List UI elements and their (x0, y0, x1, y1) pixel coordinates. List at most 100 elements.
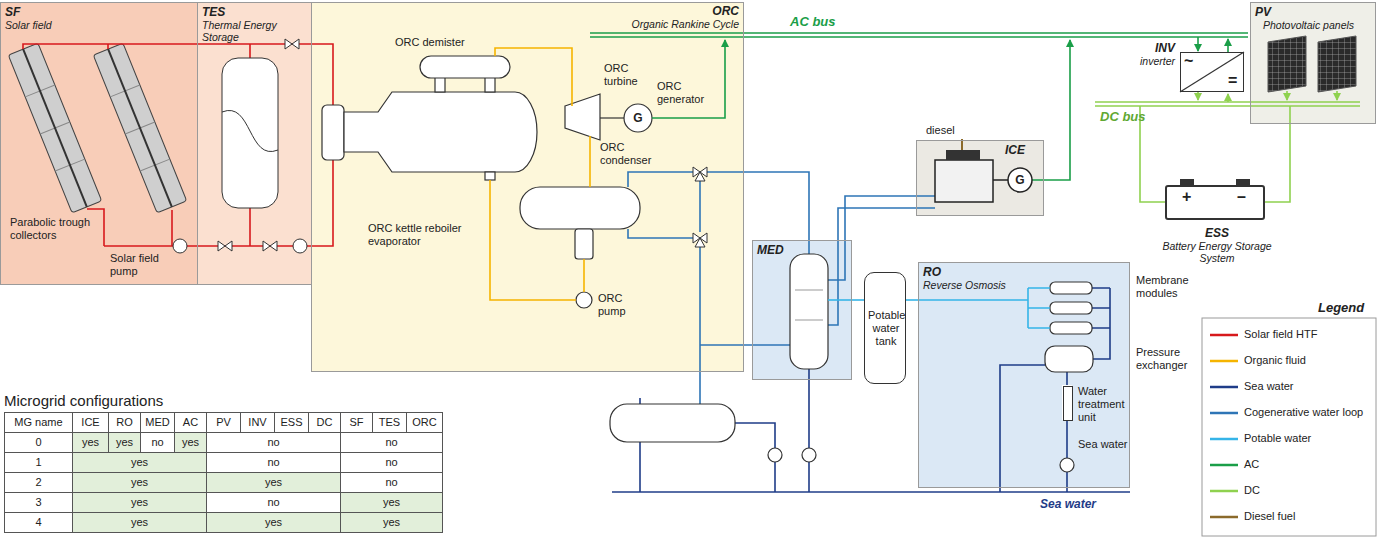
legend-text: Potable water (1244, 432, 1311, 445)
table-cell: no (340, 452, 443, 473)
legend-text: Sea water (1244, 380, 1294, 393)
table-cell: yes (72, 512, 207, 533)
generator-symbol: G (1015, 173, 1025, 187)
box-fill (1165, 185, 1265, 220)
legend-line (1210, 464, 1238, 467)
region-box: ICE (916, 140, 1044, 216)
table-cell: yes (72, 452, 207, 473)
bus-label: DC bus (1100, 109, 1146, 124)
tank-box: Potable water tank (864, 272, 906, 384)
legend-line (1210, 334, 1238, 337)
table-header: ICE (72, 412, 109, 433)
table-header: ESS (274, 412, 309, 433)
table-cell: no (206, 452, 341, 473)
legend-title: Legend (1318, 300, 1364, 315)
region-name: Battery Energy Storage System (1152, 240, 1282, 264)
region-code: MED (757, 243, 784, 257)
battery-box: ESSBattery Energy Storage System (1165, 185, 1265, 220)
region-box: MED (752, 240, 852, 380)
box-fill (311, 2, 744, 372)
stream-label: Sea water (1078, 438, 1128, 451)
component-label: ORC kettle reboiler evaporator (368, 222, 480, 248)
legend-text: Diesel fuel (1244, 510, 1295, 523)
box-fill (916, 140, 1044, 216)
table-header: SF (340, 412, 373, 433)
table-cell: 3 (4, 492, 73, 513)
box-fill (918, 262, 1130, 488)
sea-water-pipes (612, 288, 1130, 492)
region-code: PV (1255, 5, 1271, 19)
table-cell: no (140, 432, 175, 453)
trough-collector (93, 43, 186, 213)
component-label: Parabolic trough collectors (10, 216, 100, 242)
table-cell: yes (174, 432, 207, 453)
legend-text: DC (1244, 484, 1260, 497)
inverter-diagonal (1180, 52, 1244, 92)
table-cell: 1 (4, 452, 73, 473)
box-fill (864, 272, 906, 384)
pv-panel (1268, 36, 1356, 92)
legend-text: Cogenerative water loop (1244, 406, 1363, 419)
region-name: Photovoltaic panels (1263, 19, 1354, 31)
component-label: ORC generator (657, 80, 715, 106)
table-cell: yes (72, 432, 109, 453)
component-label: ORC turbine (604, 62, 652, 88)
legend-line (1210, 516, 1238, 519)
table-header: RO (108, 412, 141, 433)
table-cell: 0 (4, 432, 73, 453)
component-label: ORC pump (598, 292, 638, 318)
component-label: Water treatment unit (1078, 385, 1134, 424)
region-code: ICE (1005, 143, 1025, 157)
table-header: ORC (406, 412, 443, 433)
thermocline (222, 110, 278, 151)
region-name: inverter (1140, 55, 1175, 67)
component-label: ORC condenser (600, 141, 656, 167)
box-fill (1062, 385, 1072, 420)
component-label: Membrane modules (1136, 274, 1198, 300)
potable-water-pipe (906, 299, 918, 301)
table-cell: no (340, 432, 443, 453)
legend-line (1210, 438, 1238, 441)
dc-symbol: = (1228, 72, 1237, 90)
region-code: INV (1155, 41, 1175, 55)
storage-tank (222, 58, 278, 208)
table-cell: 2 (4, 472, 73, 493)
region-name: Thermal Energy Storage (202, 19, 310, 43)
table-cell: no (206, 492, 341, 513)
table-header: TES (372, 412, 407, 433)
table-cell: no (206, 432, 341, 453)
table-title: Microgrid configurations (4, 392, 163, 409)
table-header: PV (206, 412, 241, 433)
polarity-sign: + (1182, 188, 1191, 206)
table-header: MED (140, 412, 175, 433)
table-cell: yes (206, 512, 341, 533)
component-label: Solar field pump (110, 252, 172, 278)
bus-label: AC bus (790, 14, 836, 29)
table-cell: yes (72, 472, 207, 493)
region-code: RO (923, 265, 941, 279)
table-cell: no (340, 472, 443, 493)
table-cell: yes (72, 492, 207, 513)
component-label: Pressure exchanger (1136, 346, 1198, 372)
legend-line (1210, 412, 1238, 415)
region-code: ORC (712, 4, 739, 18)
box-fill (752, 240, 852, 380)
box-fill (1180, 52, 1244, 92)
table-header: DC (308, 412, 341, 433)
ac-symbol: ~ (1184, 52, 1193, 70)
table-cell: 4 (4, 512, 73, 533)
region-name: Solar field (5, 19, 52, 31)
potable-pipes (828, 288, 1050, 328)
organic-fluid-pipes (490, 48, 590, 300)
region-name: Organic Rankine Cycle (632, 18, 739, 30)
legend-text: AC (1244, 458, 1259, 471)
component-label: ORC demister (395, 36, 465, 49)
region-box: ORCOrganic Rankine Cycle (311, 2, 744, 372)
legend-text: Solar field HTF (1244, 328, 1317, 341)
legend-line (1210, 490, 1238, 493)
potable-water-pipe (852, 299, 864, 301)
table-header: INV (240, 412, 275, 433)
table-cell: yes (206, 472, 341, 493)
region-box: ROReverse OsmosisWater treatment unit (918, 262, 1130, 488)
tank-label: Potable water tank (868, 309, 904, 348)
